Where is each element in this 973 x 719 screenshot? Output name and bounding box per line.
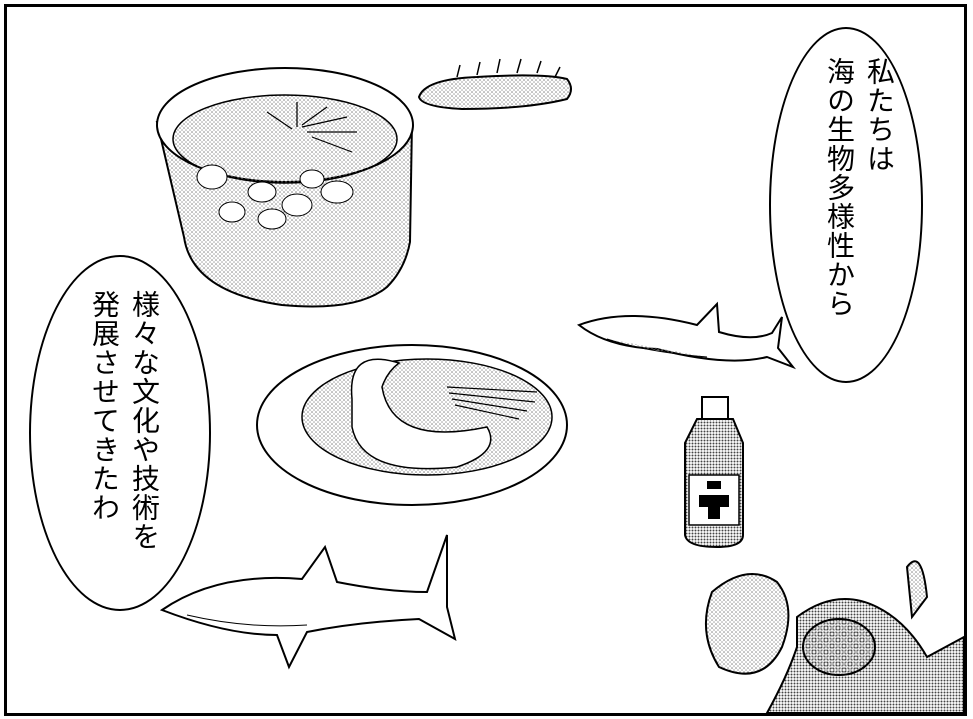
comic-panel: 私たちは 海の生物多様性から 様々な文化や技術を 発展させてきたわ xyxy=(4,4,967,716)
bowl-illustration xyxy=(155,67,414,308)
speech-bubble-right-line-2: 海の生物多様性から xyxy=(823,57,856,318)
speech-bubble-left xyxy=(29,255,211,611)
speech-bubble-right-line-1: 私たちは xyxy=(863,57,896,173)
sea-cucumber-illustration xyxy=(417,58,572,111)
plate-illustration xyxy=(256,344,568,506)
speech-bubble-left-line-2: 発展させてきたわ xyxy=(88,290,121,522)
speech-bubble-left-line-1: 様々な文化や技術を xyxy=(128,290,161,551)
big-shark-illustration xyxy=(159,534,457,670)
speech-bubble-right xyxy=(769,27,923,383)
sea-turtle-illustration xyxy=(704,560,964,713)
panel-artwork xyxy=(155,58,964,713)
small-shark-illustration xyxy=(576,301,797,370)
medicine-bottle-illustration xyxy=(684,396,744,549)
